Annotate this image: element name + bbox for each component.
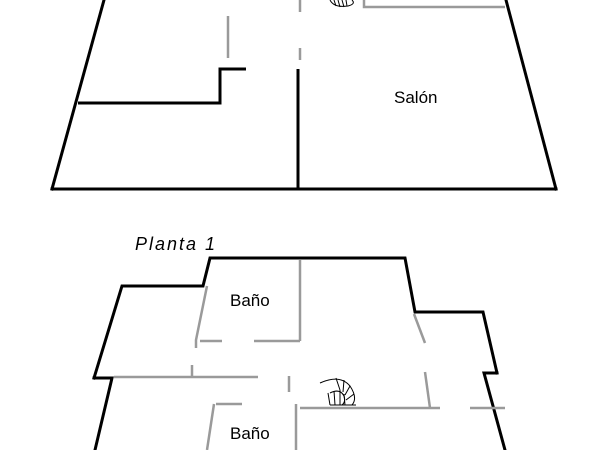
room-label-bano-upper: Baño (230, 291, 270, 310)
first-outer-wall-top (92, 256, 499, 380)
first-partition-bath-left (194, 285, 209, 348)
first-partition-right-lower-a (423, 371, 432, 409)
ground-interior-wall-left-room (78, 67, 246, 105)
first-floor-plan: Baño Baño (92, 256, 507, 450)
floor-title: Planta 1 (135, 234, 217, 254)
first-outer-wall-right-lower (482, 371, 507, 450)
first-partition-bath2-left (205, 403, 216, 450)
first-partition-right-upper (412, 313, 427, 344)
room-label-salon: Salón (394, 88, 437, 107)
spiral-staircase-icon (319, 377, 356, 406)
ground-partition-top-right (362, 0, 505, 9)
ground-outer-wall-left (50, 0, 106, 191)
ground-floor-plan: Salón (50, 0, 558, 191)
room-label-bano-lower: Baño (230, 424, 270, 443)
first-outer-wall-left-lower (92, 376, 114, 450)
spiral-staircase-icon (329, 0, 354, 8)
ground-outer-wall-right (504, 0, 558, 191)
